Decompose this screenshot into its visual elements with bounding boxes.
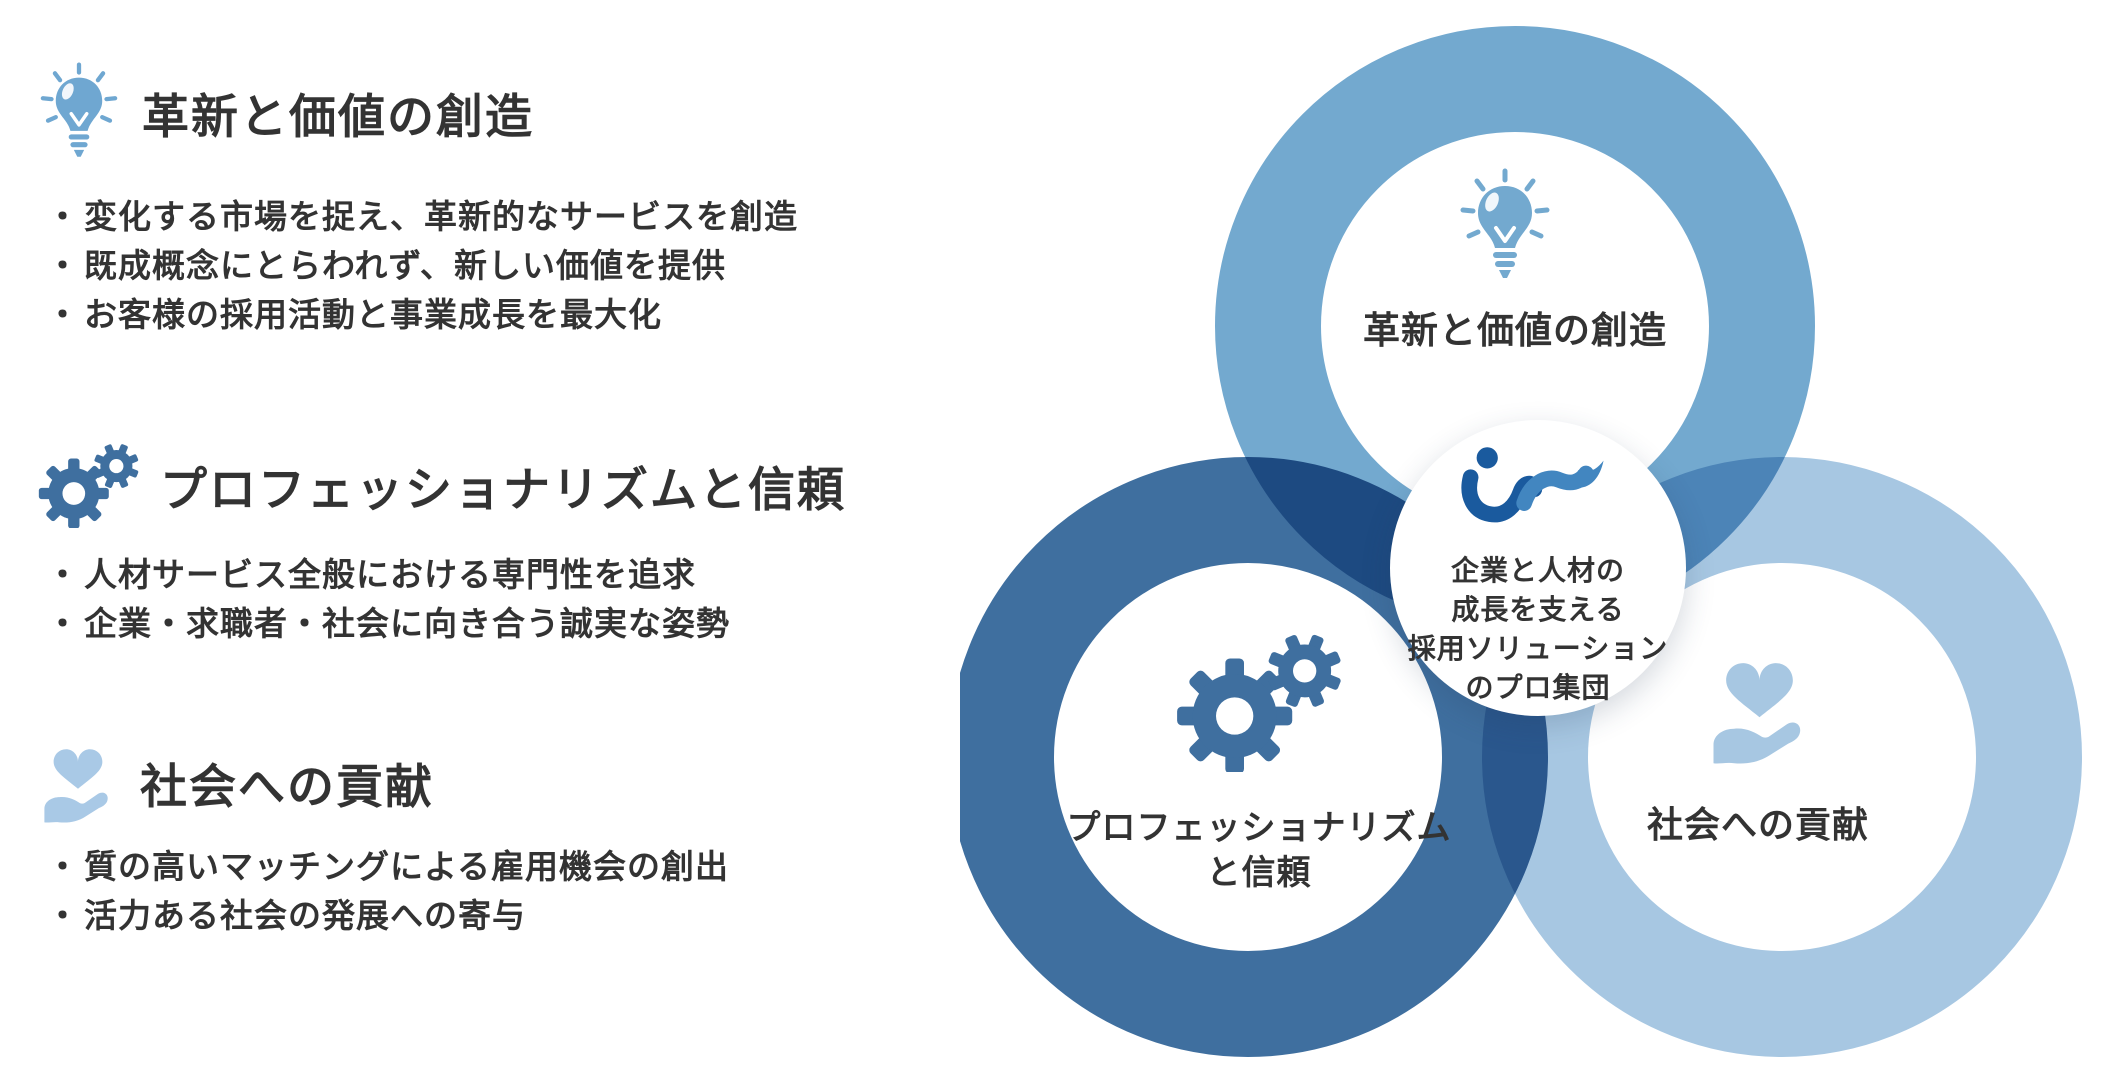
bullet-item: ・質の高いマッチングによる雇用機会の創出 — [46, 848, 730, 885]
lightbulb-icon — [1455, 158, 1555, 294]
section-professionalism: プロフェッショナリズムと信頼 ・人材サービス全般における専門性を追求 ・企業・求… — [36, 442, 846, 648]
center-circle: 企業と人材の 成長を支える 採用ソリューション のプロ集団 — [1390, 420, 1686, 716]
section-innovation: 革新と価値の創造 ・変化する市場を捉え、革新的なサービスを創造 ・既成概念にとら… — [36, 62, 798, 339]
ring-label-society: 社会への貢献 — [1646, 804, 1869, 845]
center-statement-line: 成長を支える — [1451, 594, 1625, 625]
bullet-item: ・お客様の採用活動と事業成長を最大化 — [46, 296, 662, 333]
bullet-list: ・人材サービス全般における専門性を追求 ・企業・求職者・社会に向き合う誠実な姿勢 — [46, 550, 846, 648]
bullet-list: ・質の高いマッチングによる雇用機会の創出 ・活力ある社会の発展への寄与 — [46, 842, 729, 940]
bullet-item: ・既成概念にとらわれず、新しい価値を提供 — [46, 247, 727, 284]
ring-society — [1482, 457, 2082, 1057]
ring-label-innovation: 革新と価値の創造 — [1363, 310, 1667, 351]
center-statement: 企業と人材の 成長を支える 採用ソリューション のプロ集団 — [1408, 551, 1668, 707]
ring-label-line: プロフェッショナリズム — [1066, 809, 1452, 847]
gears-icon — [36, 442, 140, 528]
bullet-item: ・企業・求職者・社会に向き合う誠実な姿勢 — [46, 605, 730, 642]
bullet-list: ・変化する市場を捉え、革新的なサービスを創造 ・既成概念にとらわれず、新しい価値… — [46, 192, 798, 339]
gears-icon — [1168, 632, 1348, 772]
section-title: プロフェッショナリズムと信頼 — [160, 462, 846, 516]
bullet-item: ・人材サービス全般における専門性を追求 — [46, 556, 696, 593]
section-title: 革新と価値の創造 — [142, 89, 534, 143]
company-logo-icon — [1458, 444, 1618, 545]
section-header: 社会への貢献 — [36, 736, 729, 828]
hand-heart-icon — [36, 736, 120, 828]
ring-label-professionalism: プロフェッショナリズム と信頼 — [1059, 806, 1459, 896]
lightbulb-icon — [36, 62, 122, 162]
bullet-item: ・変化する市場を捉え、革新的なサービスを創造 — [46, 198, 798, 235]
center-statement-line: 採用ソリューション — [1407, 633, 1669, 664]
section-header: 革新と価値の創造 — [36, 62, 798, 162]
ring-label-line: と信頼 — [1206, 854, 1312, 892]
bullet-item: ・活力ある社会の発展への寄与 — [46, 897, 526, 934]
center-statement-line: 企業と人材の — [1450, 555, 1625, 586]
hand-heart-icon — [1702, 645, 1817, 771]
section-header: プロフェッショナリズムと信頼 — [36, 442, 846, 528]
section-title: 社会への貢献 — [140, 759, 434, 813]
center-statement-line: のプロ集団 — [1465, 672, 1611, 703]
section-society: 社会への貢献 ・質の高いマッチングによる雇用機会の創出 ・活力ある社会の発展への… — [36, 736, 729, 940]
